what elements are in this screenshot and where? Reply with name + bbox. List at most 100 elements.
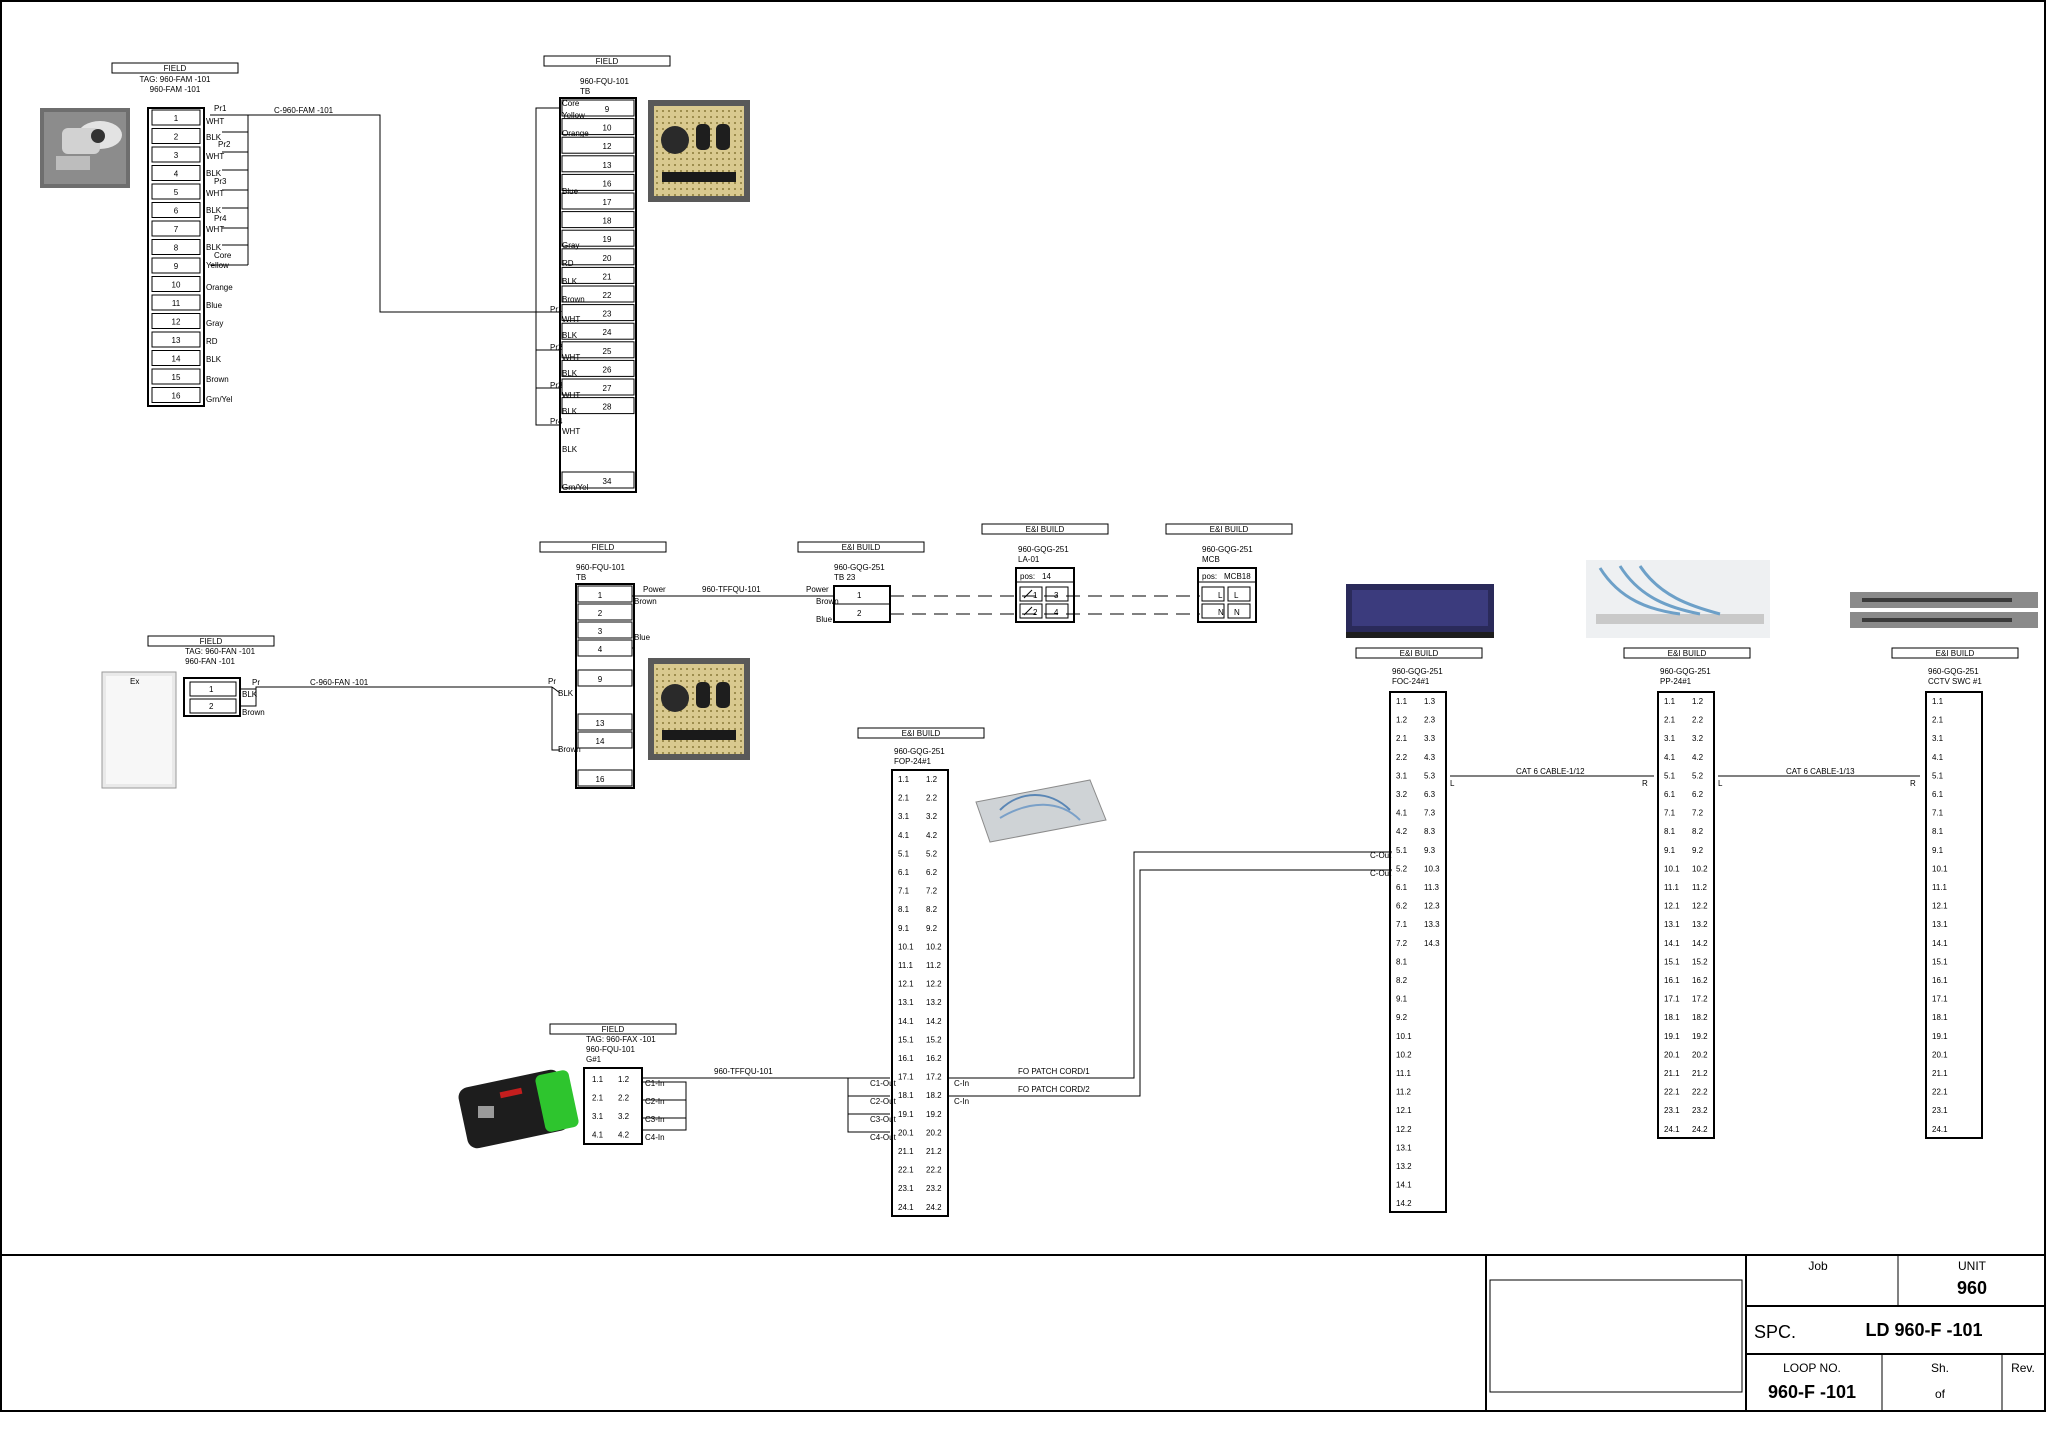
jb1-wire-label: Brown xyxy=(562,295,585,304)
jb2-terminal xyxy=(577,731,633,749)
fop-row-label: 1.1 xyxy=(898,775,910,784)
mcb-terminal-2: N xyxy=(1218,608,1224,617)
jb1-wire-label: Blue xyxy=(562,187,579,196)
fop-row-label: 9.2 xyxy=(926,924,938,933)
tb23-brown-label: Brown xyxy=(816,597,839,606)
fop-row-label: 10.1 xyxy=(898,942,914,951)
foc-row-label: 4.1 xyxy=(1396,809,1408,818)
foc-row-label: 9.1 xyxy=(1396,995,1408,1004)
swc-row-label: 12.1 xyxy=(1932,902,1948,911)
jb1-terminal xyxy=(561,99,635,117)
camera-tag: TAG: 960-FAM -101 xyxy=(140,75,212,84)
job-label: Job xyxy=(1808,1259,1828,1273)
jb1-wire-label: Pr4 xyxy=(550,417,563,426)
pp-row-label: 14.1 xyxy=(1664,939,1680,948)
pp-row-label: 2.1 xyxy=(1664,716,1676,725)
fax-port-4: C4-In xyxy=(645,1133,665,1142)
pp-row-label: 4.2 xyxy=(1692,753,1704,762)
jb2-terminal xyxy=(577,603,633,621)
foc-row-label: 10.3 xyxy=(1424,864,1440,873)
fop-row-label: 23.1 xyxy=(898,1184,914,1193)
fax-port-2: C2-In xyxy=(645,1097,665,1106)
sheet-label: Sh. xyxy=(1931,1361,1949,1375)
fop-row-label: 17.1 xyxy=(898,1073,914,1082)
swc-row-label: 13.1 xyxy=(1932,920,1948,929)
cat6-cable-2-label: CAT 6 CABLE-1/13 xyxy=(1786,767,1855,776)
mcb-terminal-4: N xyxy=(1234,608,1240,617)
pp-row-label: 22.1 xyxy=(1664,1088,1680,1097)
swc-row-label: 23.1 xyxy=(1932,1106,1948,1115)
tb23-blue-label: Blue xyxy=(816,615,833,624)
camera-terminal-label: 8 xyxy=(174,244,179,253)
foc-row-label: 7.1 xyxy=(1396,920,1408,929)
spc-label: SPC. xyxy=(1754,1322,1796,1342)
fop-row-label: 7.1 xyxy=(898,887,910,896)
jb1-wire-label: Core xyxy=(562,99,580,108)
swc-row-label: 5.1 xyxy=(1932,771,1944,780)
pp-row-label: 5.2 xyxy=(1692,771,1704,780)
jb2-power-label: Power xyxy=(643,585,666,594)
jb1-wire-label: Pr3 xyxy=(550,381,563,390)
jb1-terminal xyxy=(561,192,635,210)
swc-row-label: 16.1 xyxy=(1932,976,1948,985)
jb1-sub-tag: TB xyxy=(580,87,590,96)
junction-box-image-2 xyxy=(648,658,750,760)
svg-text:Ex: Ex xyxy=(130,677,139,686)
pp-tag: 960-GQG-251 xyxy=(1660,667,1711,676)
camera-terminal-label: 14 xyxy=(172,355,181,364)
fop-c-in-2: C-In xyxy=(954,1097,969,1106)
jb1-wire-label: WHT xyxy=(562,427,580,436)
fop-row-label: 15.2 xyxy=(926,1035,942,1044)
la01-terminal-4: 4 xyxy=(1054,608,1059,617)
fop-row-label: 9.1 xyxy=(898,924,910,933)
foc-row-label: 5.3 xyxy=(1424,771,1436,780)
rev-label: Rev. xyxy=(2011,1361,2035,1375)
pp-row-label: 16.1 xyxy=(1664,976,1680,985)
camera-wire-label: Gray xyxy=(206,319,223,328)
cat6-1-l: L xyxy=(1450,779,1455,788)
pp-row-label: 21.1 xyxy=(1664,1069,1680,1078)
pp-row-label: 1.1 xyxy=(1664,697,1676,706)
loop-value: 960-F -101 xyxy=(1768,1382,1856,1402)
camera-terminal-label: 2 xyxy=(174,133,179,142)
jb1-terminal-label: 9 xyxy=(605,105,610,114)
foc-row-label: 2.3 xyxy=(1424,716,1436,725)
jb1-terminal xyxy=(561,248,635,266)
fop-row-label: 6.2 xyxy=(926,868,938,877)
jb1-terminal xyxy=(561,173,635,191)
fop-row-label: 10.2 xyxy=(926,942,942,951)
fo-patch-cord-1: FO PATCH CORD/1 xyxy=(1018,1067,1090,1076)
camera-terminal xyxy=(151,183,201,200)
fax-port-1: C1-In xyxy=(645,1079,665,1088)
camera-terminal xyxy=(151,239,201,255)
fax-port-number: 2.2 xyxy=(618,1094,630,1103)
fan-device: FIELD TAG: 960-FAN -101 960-FAN -101 Ex … xyxy=(101,635,561,789)
swc-row-label: 17.1 xyxy=(1932,995,1948,1004)
camera-terminal-label: 11 xyxy=(172,299,181,308)
pp-row-label: 3.2 xyxy=(1692,734,1704,743)
pp-row-label: 7.2 xyxy=(1692,809,1704,818)
swc-row-label: 4.1 xyxy=(1932,753,1944,762)
jb1-terminal-label: 10 xyxy=(603,124,612,133)
jb2-blk-label: BLK xyxy=(558,689,574,698)
fop-row-label: 7.2 xyxy=(926,887,938,896)
jb2-sub-tag: TB xyxy=(576,573,586,582)
camera-terminal-label: 13 xyxy=(172,336,181,345)
fop-row-label: 4.2 xyxy=(926,831,938,840)
fan-enclosure-image: Ex xyxy=(101,671,177,789)
camera-terminal xyxy=(151,350,201,366)
swc-row-label: 11.1 xyxy=(1932,883,1948,892)
jb1-wire-label: Pr1 xyxy=(550,305,563,314)
swc-row-label: 7.1 xyxy=(1932,809,1944,818)
field-header: FIELD xyxy=(164,64,187,73)
camera-terminal-label: 4 xyxy=(174,170,179,179)
pp-row-label: 18.1 xyxy=(1664,1013,1680,1022)
camera-wire-label: Core xyxy=(214,251,232,260)
jb2-terminal-label: 13 xyxy=(596,719,605,728)
foc-row-label: 9.3 xyxy=(1424,846,1436,855)
fax-port-number: 2.1 xyxy=(592,1094,604,1103)
cat6-2-l: L xyxy=(1718,779,1723,788)
foc-row-label: 6.1 xyxy=(1396,883,1408,892)
foc-row-label: 8.1 xyxy=(1396,957,1408,966)
